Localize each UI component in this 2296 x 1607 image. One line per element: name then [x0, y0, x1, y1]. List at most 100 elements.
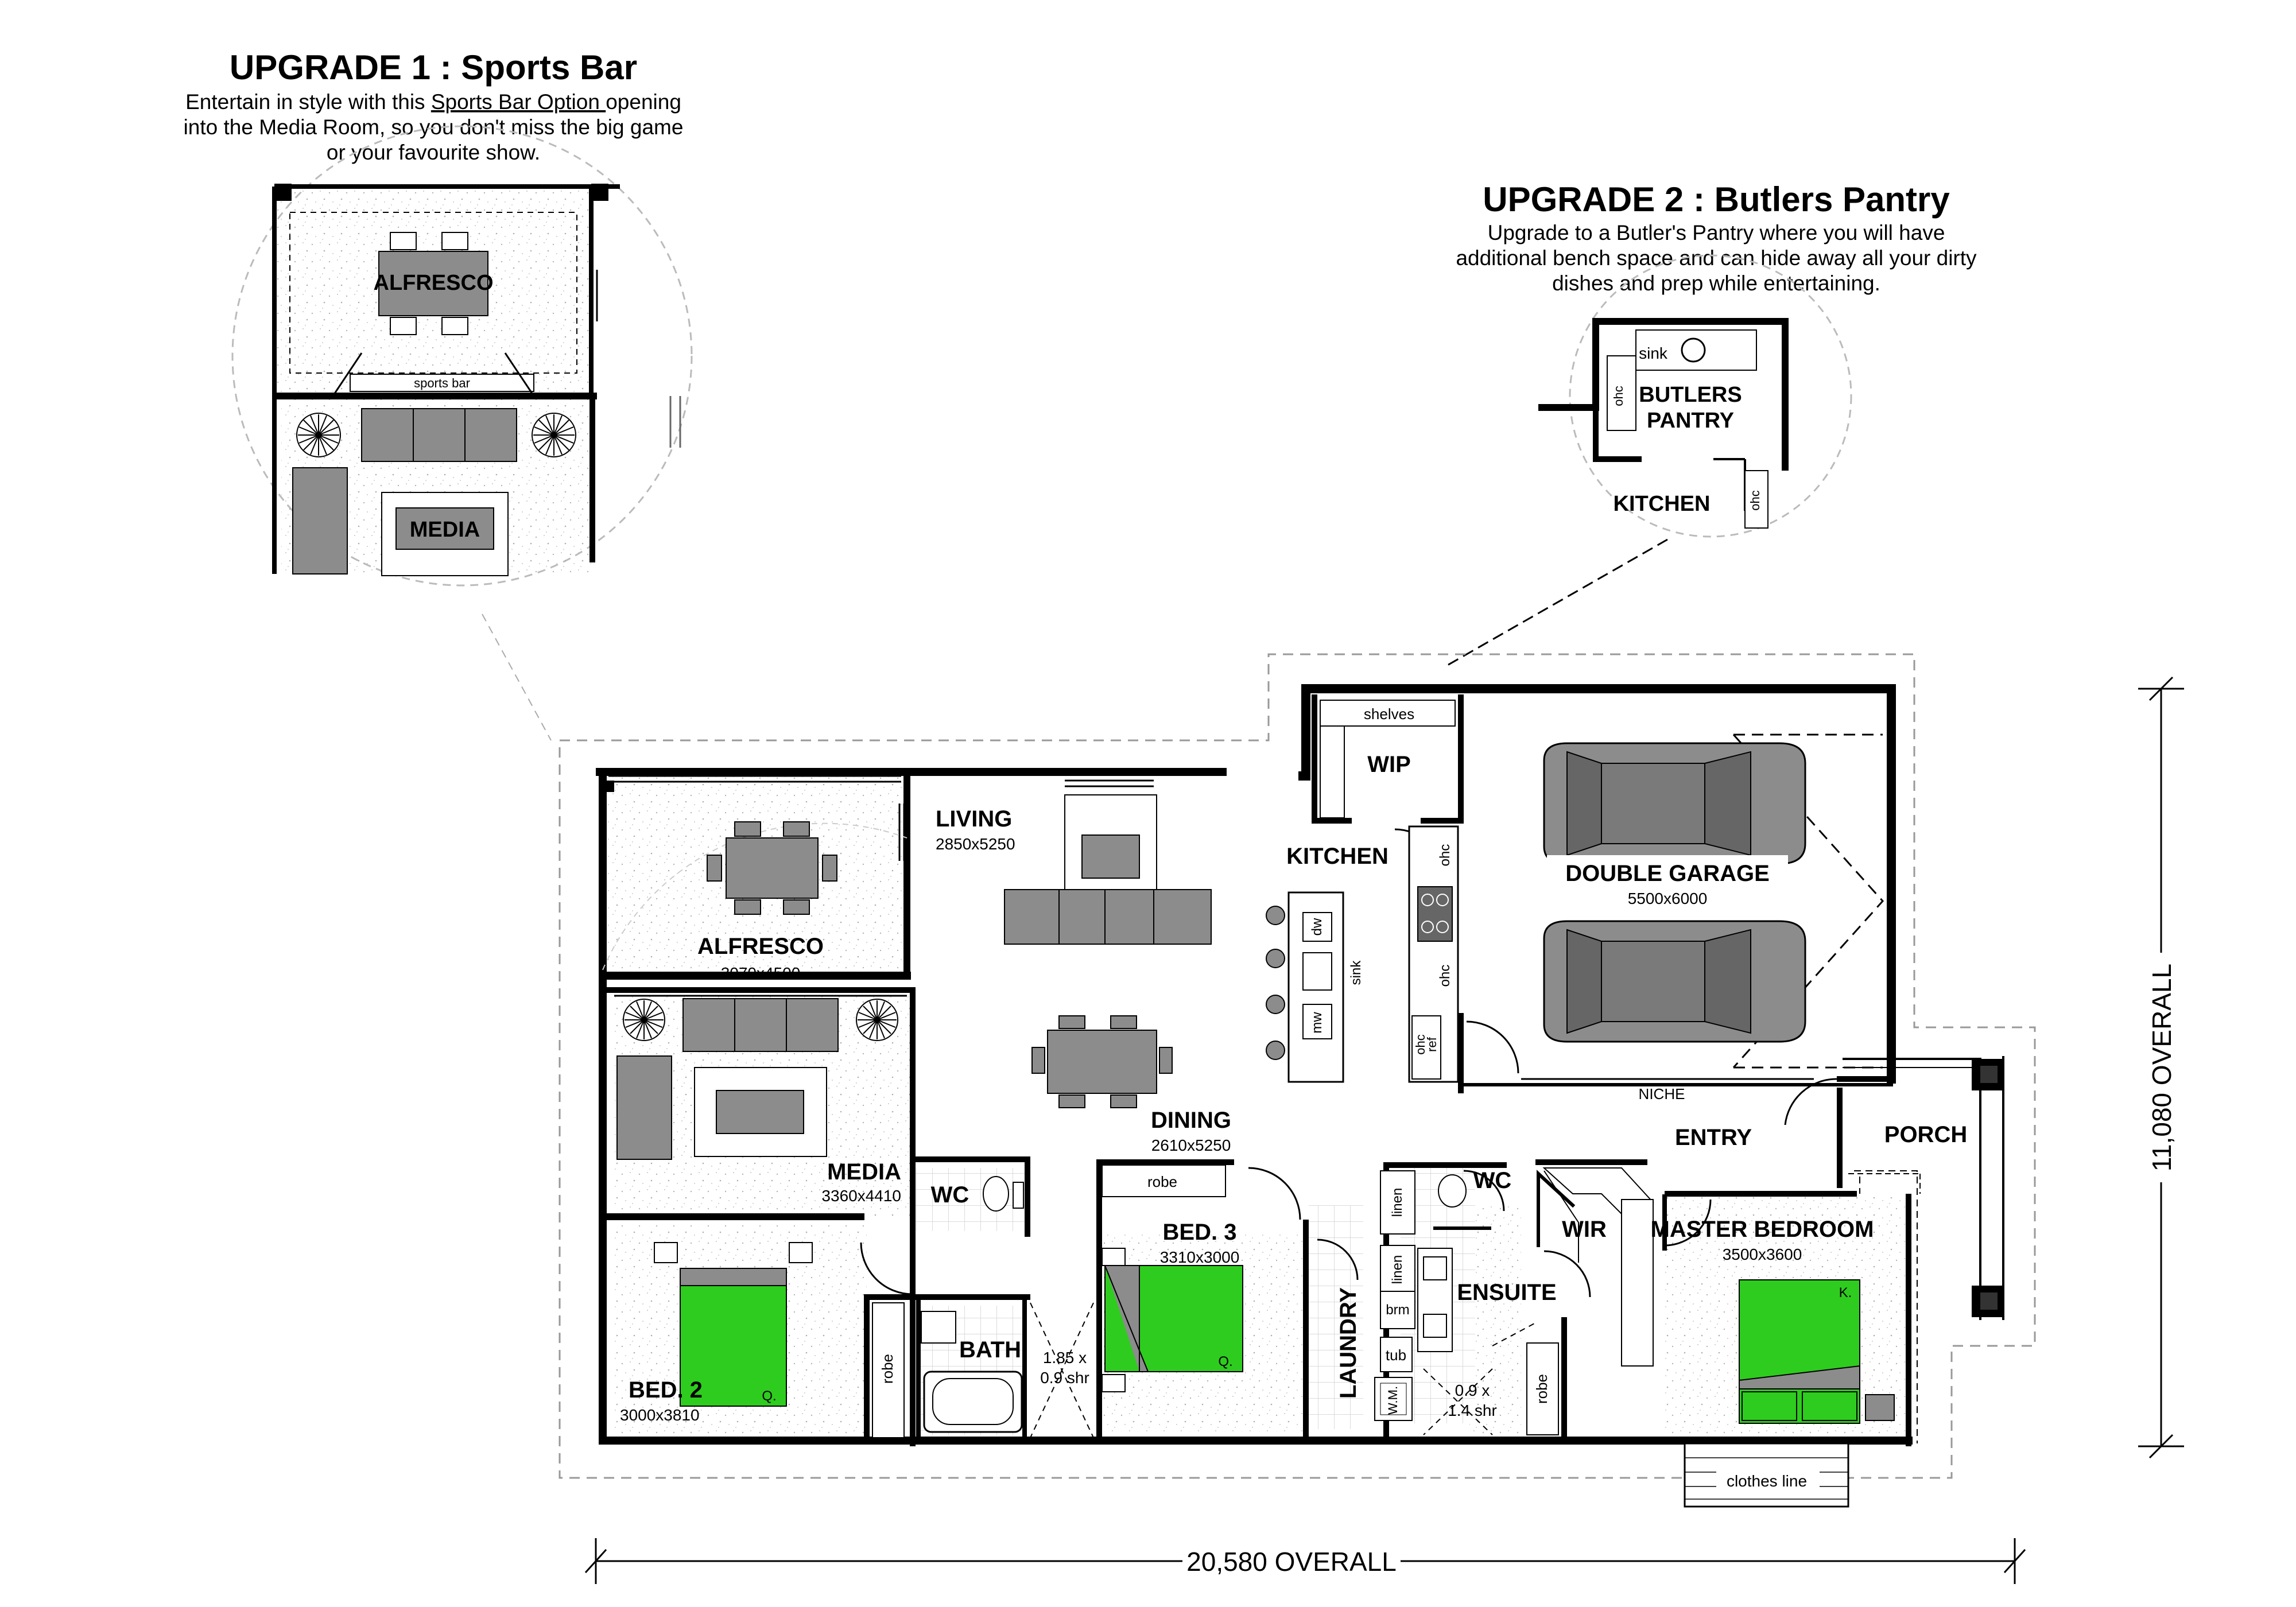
cooktop [1417, 886, 1453, 942]
entry-label: ENTRY [1675, 1125, 1752, 1150]
inset-kitchen-label: KITCHEN [1614, 492, 1711, 516]
garage-size: 5500x6000 [1628, 890, 1708, 907]
dining-room: DINING 2610x5250 [1031, 1015, 1231, 1154]
sink-label: sink [1348, 960, 1364, 985]
depth-dimension [2138, 676, 2184, 1459]
bath-room: BATH 1.85 x 0.9 shr [921, 1302, 1094, 1438]
plant-icon [856, 999, 898, 1041]
wc-2-room: WC [1438, 1168, 1512, 1208]
alfresco-table [726, 837, 819, 899]
bed-3-robe: robe [1147, 1173, 1177, 1190]
tub-label: tub [1386, 1346, 1406, 1364]
wip-label: WIP [1367, 752, 1411, 777]
media-sofa-side [616, 1055, 672, 1160]
bed-3-bed-mark: Q. [1218, 1354, 1232, 1369]
ensuite-shower-2: 1.4 shr [1448, 1402, 1497, 1419]
windows [608, 775, 1814, 1080]
upgrade-2-desc-line1: Upgrade to a Butler's Pantry where you w… [1488, 221, 1945, 244]
bed-2-bed [680, 1268, 787, 1407]
upgrade-1-inset: ALFRESCO sports bar MEDIA [231, 125, 693, 741]
living-sofa [1004, 889, 1212, 945]
car-icon [1543, 920, 1806, 1043]
dw-label: dw [1309, 918, 1325, 936]
shelves-label: shelves [1364, 705, 1414, 723]
clothes-line: clothes line [1684, 1442, 1849, 1508]
wc-2-label: WC [1473, 1168, 1512, 1193]
garage-room: DOUBLE GARAGE 5500x6000 NICHE [1543, 733, 1884, 1103]
inset-sports-bar-label: sports bar [414, 376, 470, 390]
plant-icon [623, 999, 665, 1041]
upgrade-1-desc-line1: Entertain in style with this Sports Bar … [185, 90, 681, 114]
linen-label-1: linen [1390, 1188, 1405, 1217]
living-size: 2850x5250 [936, 835, 1015, 853]
master-label: MASTER BEDROOM [1651, 1217, 1874, 1242]
entry-porch: ENTRY PORCH [1675, 1056, 2004, 1320]
master-bed-mark: K. [1839, 1285, 1852, 1301]
kitchen-room: dw sink mw ohc ohc ohc ref KITCHEN [1266, 825, 1459, 1083]
wc1-floor [913, 1168, 1027, 1231]
upgrade-2-title: UPGRADE 2 : Butlers Pantry [1483, 180, 1950, 219]
overall-depth-label: 11,080 OVERALL [2147, 964, 2177, 1171]
bed-3-label: BED. 3 [1163, 1220, 1237, 1245]
walls [596, 684, 1913, 1446]
width-dimension [584, 1538, 2026, 1584]
upgrade-2-inset: sink ohc BUTLERS PANTRY ohc KITCHEN [1446, 254, 1852, 667]
bed-3-size: 3310x3000 [1160, 1248, 1240, 1266]
ensuite-shower-1: 0.9 x [1455, 1381, 1490, 1399]
coffee-table [1081, 834, 1140, 879]
upgrade-1-title: UPGRADE 1 : Sports Bar [230, 48, 637, 87]
wip-room: shelves WIP [1320, 700, 1456, 818]
laundry-label: LAUNDRY [1336, 1287, 1361, 1399]
inset-media-label: MEDIA [410, 518, 480, 542]
ohc-label-2: ohc [1437, 965, 1453, 987]
upgrade-2-heading: UPGRADE 2 : Butlers Pantry Upgrade to a … [1456, 180, 1977, 295]
plant-icon [532, 413, 576, 457]
media-sofa [682, 998, 839, 1052]
mw-label: mw [1309, 1012, 1325, 1034]
depth-label-bg [2144, 953, 2178, 1182]
linen-label-2: linen [1390, 1255, 1405, 1284]
inset-butlers-label: BUTLERS [1639, 383, 1742, 407]
bed-2-size: 3000x3810 [620, 1406, 700, 1424]
media-room: MEDIA 3360x4410 [616, 998, 901, 1205]
bed-3-room: robe Q. BED. 3 3310x3000 [1102, 1165, 1243, 1392]
wir-floor [1469, 1205, 1521, 1438]
porch-label: PORCH [1884, 1122, 1967, 1147]
upgrade-2-desc-line3: dishes and prep while entertaining. [1552, 271, 1880, 295]
bed-2-bed-mark: Q. [762, 1388, 776, 1404]
living-room: LIVING 2850x5250 [936, 794, 1212, 945]
ensuite-robe: robe [1533, 1374, 1550, 1404]
garage-label: DOUBLE GARAGE [1565, 861, 1770, 886]
media-size: 3360x4410 [821, 1187, 901, 1205]
wc-1-label: WC [931, 1182, 969, 1208]
wir-label: WIR [1562, 1217, 1607, 1242]
alfresco-room: ALFRESCO 3070x4500 [602, 781, 907, 982]
clothes-line-label: clothes line [1727, 1472, 1807, 1490]
inset-pantry-label: PANTRY [1647, 409, 1734, 433]
width-label-bg [1182, 1544, 1401, 1578]
ref-label: ref [1425, 1037, 1439, 1052]
niche-label: NICHE [1639, 1085, 1685, 1103]
toilet-icon [983, 1176, 1009, 1212]
upgrade-1-desc-line2: into the Media Room, so you don't miss t… [184, 115, 684, 139]
inset-ohc-label: ohc [1611, 386, 1626, 406]
inset-alfresco-label: ALFRESCO [374, 271, 494, 295]
bath-label: BATH [959, 1337, 1021, 1363]
site-boundary [559, 653, 2036, 1479]
upgrade-2-desc-line2: additional bench space and can hide away… [1456, 246, 1977, 270]
bath-shower-1: 1.85 x [1043, 1349, 1087, 1367]
wc-1-room: WC [931, 1176, 1024, 1212]
wir-room: WIR [1542, 1167, 1654, 1367]
kitchen-label: KITCHEN [1286, 844, 1389, 869]
inset-sink-label: sink [1639, 344, 1668, 362]
living-label: LIVING [936, 806, 1012, 832]
ensuite-room: ENSUITE 0.9 x 1.4 shr robe [1417, 1248, 1559, 1435]
car-icon [1543, 742, 1806, 865]
overall-width-label: 20,580 OVERALL [1186, 1547, 1397, 1577]
bar-stools [1266, 906, 1285, 1060]
fridge [1411, 1015, 1441, 1080]
bath-shower-2: 0.9 shr [1040, 1369, 1089, 1387]
media-label: MEDIA [827, 1159, 901, 1185]
dining-size: 2610x5250 [1151, 1136, 1231, 1154]
basin-icon [921, 1311, 956, 1344]
